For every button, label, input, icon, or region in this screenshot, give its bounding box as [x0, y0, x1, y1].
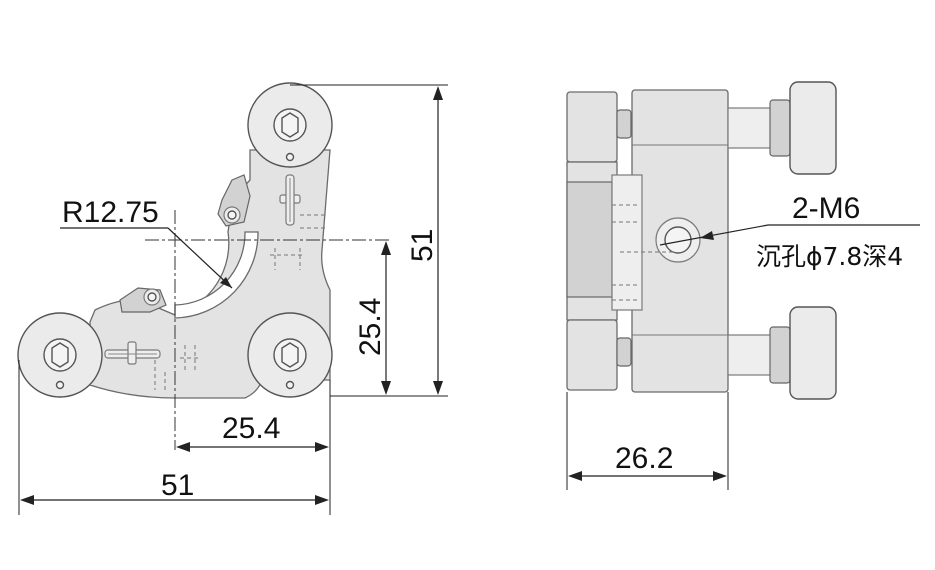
height-total-label: 51	[406, 229, 439, 262]
back-plate-top	[566, 91, 618, 163]
width-center-label: 25.4	[222, 412, 280, 445]
back-plate-bottom	[566, 319, 618, 391]
width-total-label: 51	[161, 469, 194, 502]
left-hex-socket-icon	[51, 342, 69, 368]
top-hex-socket-icon	[281, 112, 299, 138]
side-view	[566, 81, 837, 400]
counterbore-label: 沉孔ϕ7.8深4	[756, 242, 903, 271]
front-view	[17, 82, 390, 450]
side-dimensions: 2-M6 沉孔ϕ7.8深4 26.2	[566, 192, 920, 490]
thread-label: 2-M6	[792, 192, 860, 225]
bottom-hex-socket-icon	[281, 342, 299, 368]
lower-side-knob	[789, 306, 837, 400]
upper-lock-screw	[279, 174, 301, 226]
lower-lock-screw	[104, 341, 161, 365]
radius-label: R12.75	[62, 196, 159, 229]
depth-label: 26.2	[615, 442, 673, 475]
front-dimensions: R12.75 51 25.4 25.4 51	[18, 84, 448, 515]
upper-side-knob	[789, 81, 837, 175]
height-center-label: 25.4	[354, 298, 387, 356]
inner-arc	[174, 231, 259, 319]
